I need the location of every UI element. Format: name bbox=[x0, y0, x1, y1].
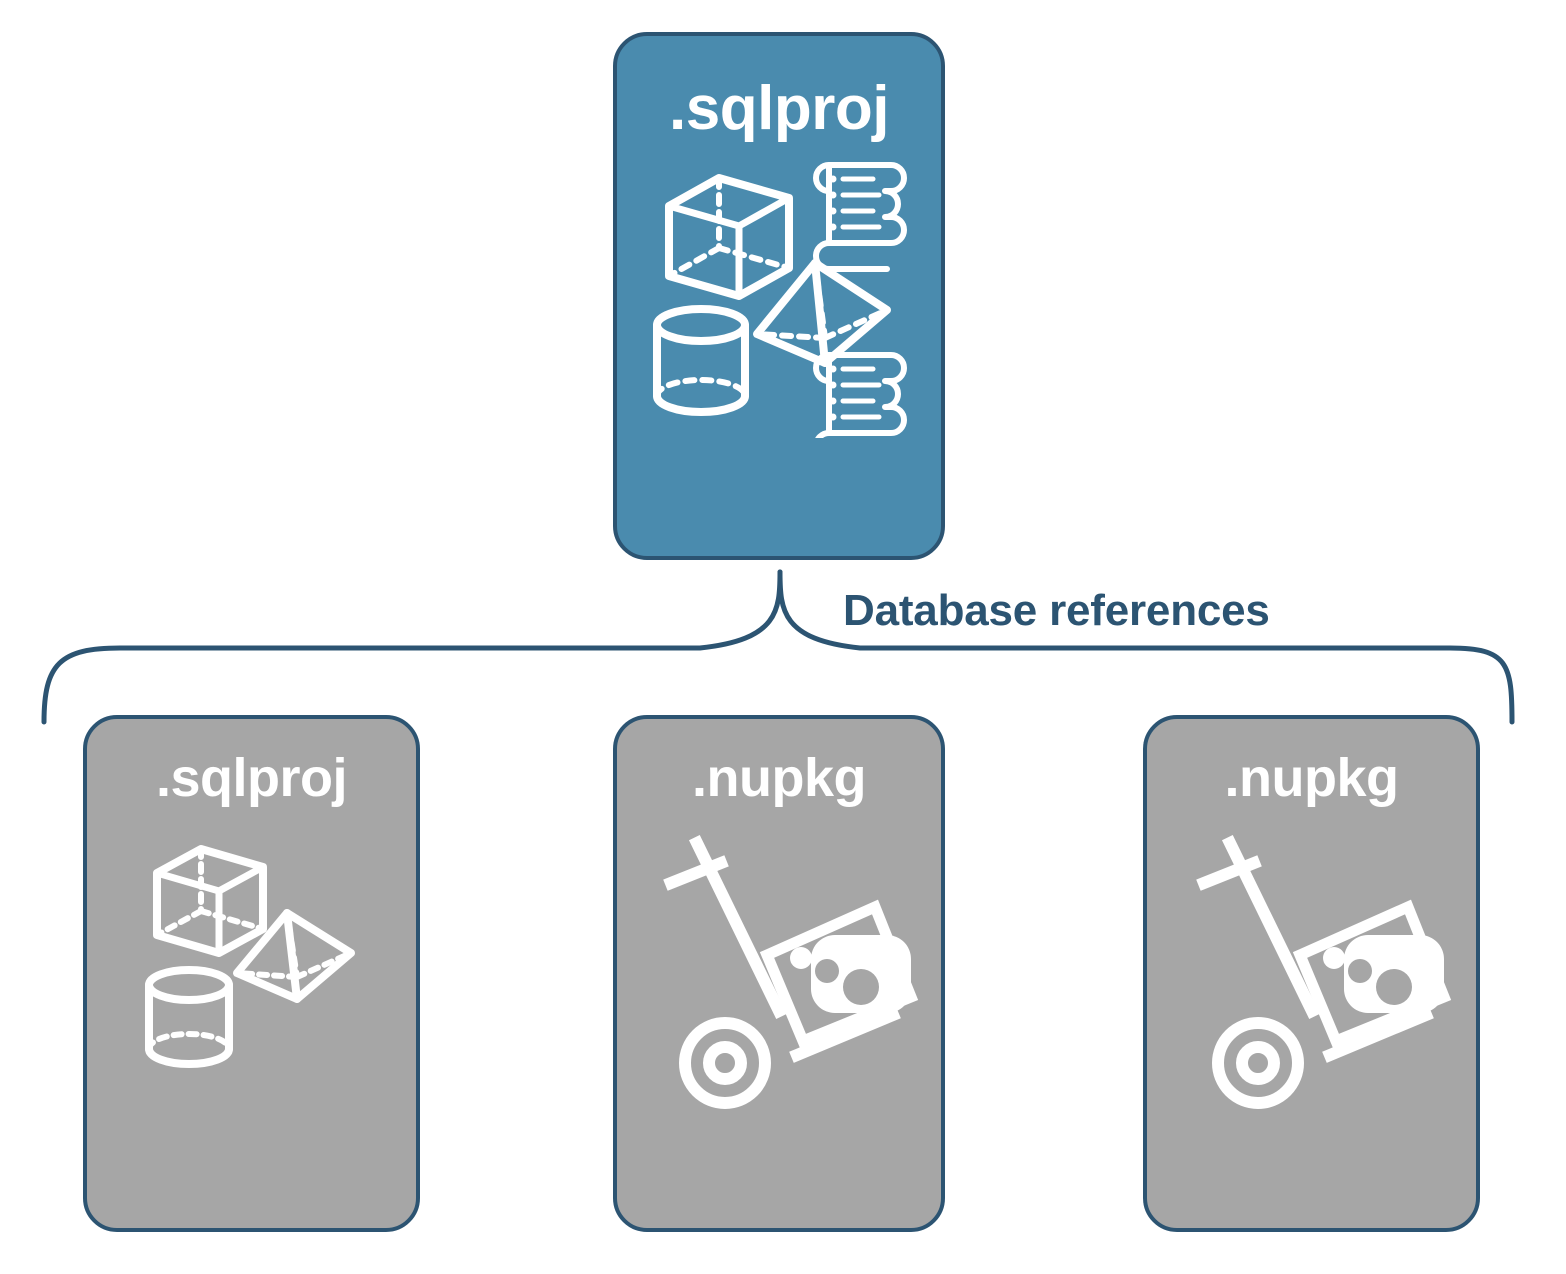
node-artwork bbox=[617, 805, 941, 1228]
node-title: .sqlproj bbox=[669, 74, 889, 143]
node-title: .sqlproj bbox=[155, 748, 348, 808]
node-artwork bbox=[87, 805, 416, 1228]
package-holes bbox=[1347, 959, 1412, 1005]
node-reference-sqlproj[interactable]: .sqlproj bbox=[83, 715, 420, 1232]
cylinder-wireframe-icon bbox=[653, 305, 749, 416]
cube-wireframe-icon bbox=[665, 174, 793, 300]
package-holes bbox=[815, 959, 879, 1005]
hand-truck-package-icon bbox=[1195, 834, 1451, 1109]
node-artwork bbox=[1147, 805, 1476, 1228]
scroll-script-icon bbox=[813, 352, 907, 438]
pyramid-wireframe-icon bbox=[232, 909, 355, 1003]
hand-truck-package-icon bbox=[663, 834, 919, 1109]
cylinder-wireframe-icon bbox=[144, 966, 233, 1068]
node-reference-nupkg-1[interactable]: .nupkg bbox=[613, 715, 945, 1232]
node-title: .nupkg bbox=[692, 748, 866, 808]
node-artwork bbox=[617, 140, 941, 556]
pyramid-wireframe-icon bbox=[753, 259, 891, 367]
connector-label: Database references bbox=[843, 586, 1270, 635]
node-root-sqlproj[interactable]: .sqlproj bbox=[613, 32, 945, 560]
cube-wireframe-icon bbox=[152, 845, 267, 957]
node-title: .nupkg bbox=[1224, 748, 1399, 808]
node-reference-nupkg-2[interactable]: .nupkg bbox=[1143, 715, 1480, 1232]
scroll-script-icon bbox=[813, 162, 907, 272]
